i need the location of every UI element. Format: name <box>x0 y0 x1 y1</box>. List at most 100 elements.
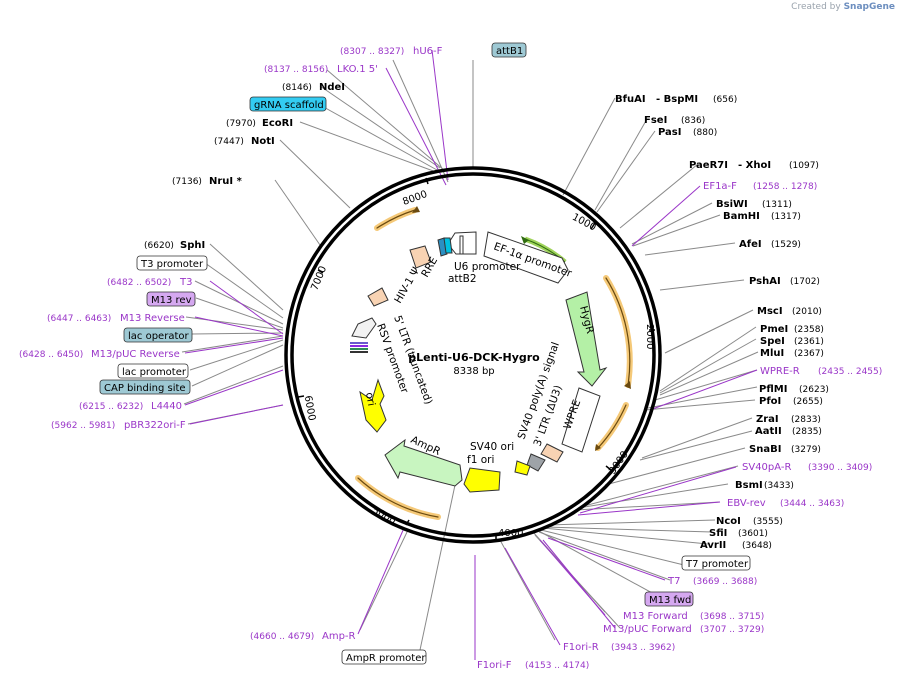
primer-leader-lines <box>184 49 758 660</box>
svg-text:(3444 .. 3463): (3444 .. 3463) <box>780 499 844 509</box>
svg-text:(3433): (3433) <box>764 481 794 491</box>
svg-text:attB1: attB1 <box>496 46 523 57</box>
right-labels: AvrII (3648) SfiI (3601) NcoI (3555) EBV… <box>615 94 882 551</box>
svg-text:(2435 .. 2455): (2435 .. 2455) <box>818 367 882 377</box>
svg-text:2000: 2000 <box>644 324 655 349</box>
svg-text:WPRE-R: WPRE-R <box>760 366 800 377</box>
snapgene-credit: Created by SnapGene <box>791 2 895 12</box>
svg-text:U6 promoter: U6 promoter <box>454 261 521 273</box>
f1ori-arrow <box>463 467 501 493</box>
svg-text:PmeI: PmeI <box>760 324 788 335</box>
bottom-labels: (4660 .. 4679) Amp-R AmpR promoter F1ori… <box>250 555 764 671</box>
svg-text:EBV-rev: EBV-rev <box>727 498 766 509</box>
svg-text:L4440: L4440 <box>151 401 182 412</box>
hygr-arrow <box>565 291 608 387</box>
svg-text:(836): (836) <box>681 116 705 126</box>
left-labels: (6620) SphI T3 promoter (6482 .. 6502) T… <box>19 240 208 431</box>
svg-text:PasI: PasI <box>658 127 681 138</box>
svg-text:(2010): (2010) <box>792 307 822 317</box>
svg-text:hU6-F: hU6-F <box>413 46 443 57</box>
svg-text:(6215 .. 6232): (6215 .. 6232) <box>79 402 143 412</box>
svg-text:lac promoter: lac promoter <box>122 367 187 378</box>
lac-region-blocks <box>350 342 368 353</box>
backbone-outer <box>284 166 662 544</box>
svg-text:(1311): (1311) <box>762 200 792 210</box>
svg-text:(6447 .. 6463): (6447 .. 6463) <box>47 314 111 324</box>
svg-text:PaeR7I: PaeR7I <box>689 160 728 171</box>
svg-text:SfiI: SfiI <box>709 528 727 539</box>
svg-text:(2361): (2361) <box>794 337 824 347</box>
svg-text:(3707 .. 3729): (3707 .. 3729) <box>700 625 764 635</box>
svg-text:(4153 .. 4174): (4153 .. 4174) <box>525 661 589 671</box>
sv40ori-box <box>514 460 531 476</box>
tick-marks <box>297 177 655 541</box>
svg-text:M13 fwd: M13 fwd <box>649 595 691 606</box>
svg-text:T7: T7 <box>667 576 680 587</box>
svg-text:T3: T3 <box>179 277 192 288</box>
plasmid-length: 8338 bp <box>453 366 494 377</box>
svg-text:PflMI: PflMI <box>759 384 787 395</box>
attb2-box <box>459 235 464 255</box>
svg-text:ZraI: ZraI <box>756 414 779 425</box>
grna-box <box>443 237 453 254</box>
svg-text:(1097): (1097) <box>789 161 819 171</box>
feature-arrows <box>351 231 608 493</box>
svg-text:(6620): (6620) <box>144 241 174 251</box>
svg-text:NotI: NotI <box>251 136 275 147</box>
ltr5-box <box>367 287 389 307</box>
svg-text:pBR322ori-F: pBR322ori-F <box>124 420 186 431</box>
svg-text:(3943 .. 3962): (3943 .. 3962) <box>611 643 675 653</box>
svg-text:EcoRI: EcoRI <box>262 118 293 129</box>
backbone-inner <box>290 172 656 538</box>
svg-text:- BspMI: - BspMI <box>656 94 698 105</box>
svg-text:MscI: MscI <box>757 306 783 317</box>
svg-text:BsiWI: BsiWI <box>716 199 748 210</box>
wpre-box <box>561 387 601 453</box>
svg-text:(5962 .. 5981): (5962 .. 5981) <box>51 421 115 431</box>
svg-text:(4660 .. 4679): (4660 .. 4679) <box>250 632 314 642</box>
primer-arcs <box>355 207 633 520</box>
svg-text:(7447): (7447) <box>214 137 244 147</box>
svg-text:F1ori-F: F1ori-F <box>477 660 512 671</box>
svg-text:(2623): (2623) <box>799 385 829 395</box>
svg-text:SpeI: SpeI <box>760 336 785 347</box>
rsv-promoter-arrow <box>351 317 377 339</box>
svg-text:BsmI: BsmI <box>735 480 763 491</box>
svg-text:AmpR promoter: AmpR promoter <box>346 653 426 664</box>
svg-text:PshAI: PshAI <box>749 276 781 287</box>
svg-text:(7970): (7970) <box>226 119 256 129</box>
svg-text:8000: 8000 <box>401 189 429 208</box>
svg-text:lac operator: lac operator <box>128 331 189 342</box>
svg-text:CAP binding site: CAP binding site <box>104 383 186 394</box>
svg-text:T3 promoter: T3 promoter <box>140 259 204 270</box>
svg-text:AfeI: AfeI <box>739 239 762 250</box>
svg-text:M13 Reverse: M13 Reverse <box>120 313 185 324</box>
svg-text:(3390 .. 3409): (3390 .. 3409) <box>808 463 872 473</box>
svg-text:(3601): (3601) <box>738 529 768 539</box>
svg-text:(6428 .. 6450): (6428 .. 6450) <box>19 350 83 360</box>
svg-text:5000: 5000 <box>370 505 398 527</box>
svg-text:(2655): (2655) <box>793 397 823 407</box>
svg-text:HIV-1 Ψ: HIV-1 Ψ <box>392 265 422 305</box>
svg-text:SphI: SphI <box>180 240 205 251</box>
plasmid-name: pLenti-U6-DCK-Hygro <box>408 351 540 364</box>
svg-text:BfuAI: BfuAI <box>615 94 646 105</box>
svg-text:6000: 6000 <box>302 395 317 422</box>
ltr3-box <box>540 443 564 463</box>
svg-text:M13/pUC Forward: M13/pUC Forward <box>603 624 692 635</box>
svg-text:(1702): (1702) <box>790 277 820 287</box>
svg-text:(3698 .. 3715): (3698 .. 3715) <box>700 612 764 622</box>
svg-text:gRNA scaffold: gRNA scaffold <box>254 100 324 111</box>
svg-text:BamHI: BamHI <box>723 211 760 222</box>
svg-text:M13 rev: M13 rev <box>151 295 192 306</box>
svg-text:NdeI: NdeI <box>319 82 345 93</box>
svg-text:(656): (656) <box>713 95 737 105</box>
svg-text:Amp-R: Amp-R <box>322 631 356 642</box>
svg-text:(1258 .. 1278): (1258 .. 1278) <box>753 182 817 192</box>
svg-text:NcoI: NcoI <box>716 516 741 527</box>
svg-text:(2835): (2835) <box>792 427 822 437</box>
svg-text:(1317): (1317) <box>771 212 801 222</box>
svg-text:(1529): (1529) <box>771 240 801 250</box>
svg-text:(6482 .. 6502): (6482 .. 6502) <box>107 278 171 288</box>
